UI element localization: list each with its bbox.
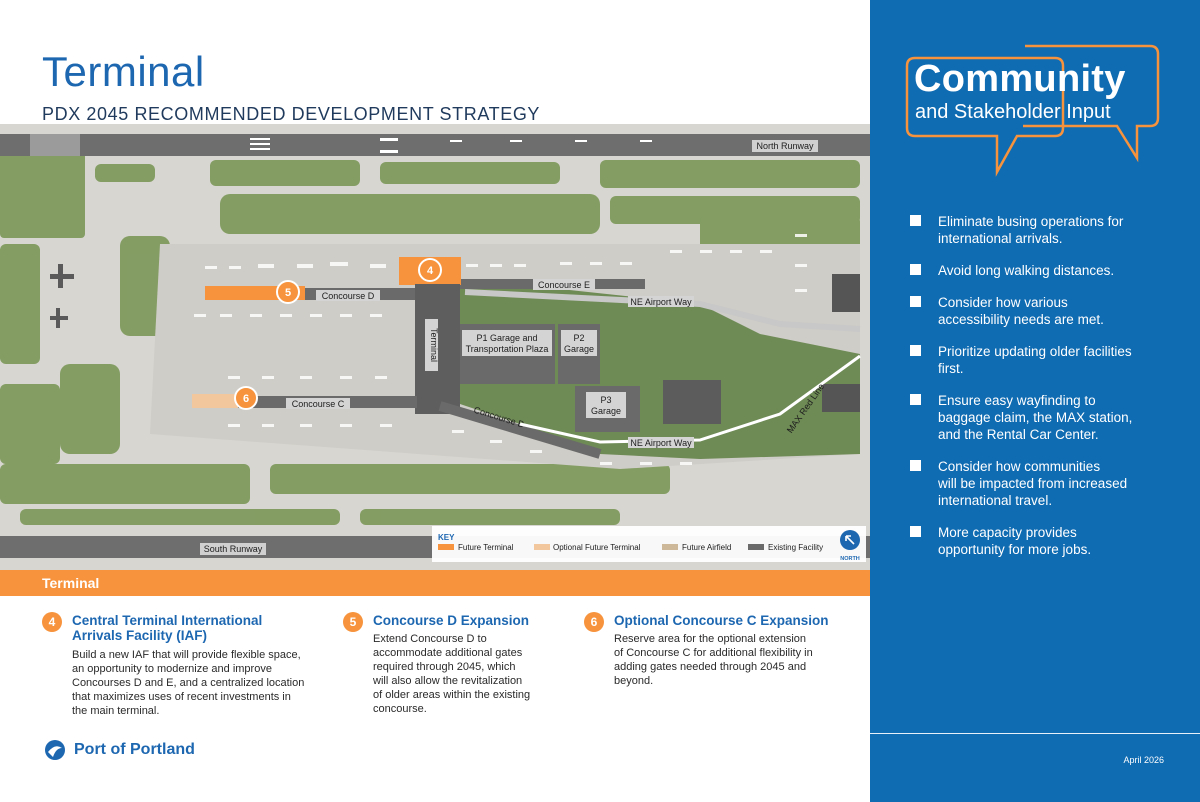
logo-text: Port of Portland [74,741,195,758]
section-title: Terminal [42,575,100,591]
item-4-number: 4 [42,612,62,632]
item-4-body: Build a new IAF that will provide flexib… [72,649,305,717]
key-future-terminal: Future Terminal [458,543,514,552]
bullet-square-icon [910,526,921,537]
bullet-square-icon [910,264,921,275]
key-title: KEY [438,533,455,542]
bullet-square-icon [910,345,921,356]
item-6-body: Reserve area for the optional extension … [614,633,813,687]
concourse-c-label: Concourse C [292,399,345,409]
svg-text:6: 6 [243,393,249,405]
item-5-body: Extend Concourse D to accommodate additi… [373,633,531,715]
north-runway-label: North Runway [756,141,814,151]
page-subtitle: PDX 2045 RECOMMENDED DEVELOPMENT STRATEG… [42,104,541,124]
item-4-heading: Central Terminal International Arrivals … [72,613,263,643]
terminal-label: Terminal [429,328,439,362]
ne-airport-way-label-1: NE Airport Way [630,297,692,307]
p2-garage-label-2: Garage [564,344,594,354]
date-label: April 2026 [1123,755,1164,765]
p1-garage-label-1: P1 Garage and [476,333,537,343]
item-5-number: 5 [343,612,363,632]
bullet-square-icon [910,460,921,471]
section-bar: Terminal [0,570,870,596]
panel-subtitle: and Stakeholder Input [915,101,1111,123]
p3-garage-label-1: P3 [600,395,611,405]
ne-airport-way-label-2: NE Airport Way [630,438,692,448]
airport-map: North Runway South Runway Concourse D Co… [0,124,870,570]
key-optional-future-terminal: Optional Future Terminal [553,543,641,552]
svg-text:4: 4 [427,265,434,277]
bullet-square-icon [910,215,921,226]
marker-6: 6 [234,386,258,410]
key-future-airfield: Future Airfield [682,543,731,552]
concourse-d-label: Concourse D [322,291,375,301]
speech-bubbles-icon [905,44,1160,177]
bullet-square-icon [910,296,921,307]
p1-garage-label-2: Transportation Plaza [466,344,549,354]
p3-garage-label-2: Garage [591,406,621,416]
north-label: NORTH [840,556,860,562]
page-title: Terminal [42,48,205,95]
key-existing-facility: Existing Facility [768,543,823,552]
input-item: Avoid long walking distances. [908,262,1178,279]
bullet-square-icon [910,394,921,405]
concourse-e-label: Concourse E [538,280,590,290]
map-key: KEY Future Terminal Optional Future Term… [432,526,866,562]
item-6-heading: Optional Concourse C Expansion [614,613,829,628]
panel-title: Community [914,58,1126,100]
port-of-portland-logo-icon [45,740,65,760]
port-of-portland-logo: Port of Portland [44,738,195,762]
marker-4: 4 [418,258,442,282]
south-runway-label: South Runway [204,544,263,554]
item-5-heading: Concourse D Expansion [373,613,530,628]
community-input-panel: Community and Stakeholder Input Eliminat… [870,0,1200,802]
marker-5: 5 [276,280,300,304]
north-arrow-icon [845,535,855,545]
item-6-number: 6 [584,612,604,632]
panel-divider [870,733,1200,734]
p2-garage-label-1: P2 [573,333,584,343]
svg-text:5: 5 [285,287,291,299]
